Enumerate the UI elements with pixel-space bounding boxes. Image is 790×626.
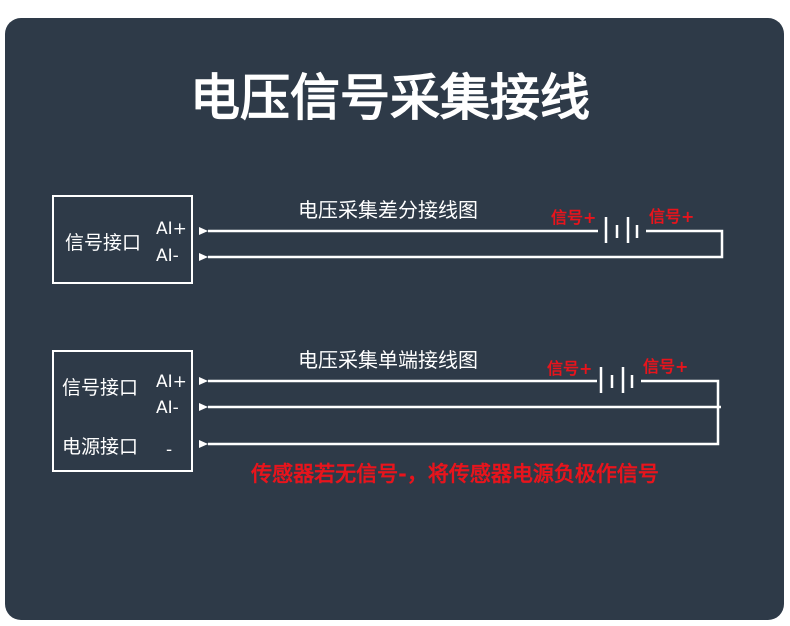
- diagram-caption: 电压采集差分接线图: [298, 198, 478, 222]
- signal-plus-label-right: 信号+: [643, 357, 688, 376]
- signal-interface-box: [52, 195, 193, 284]
- power-interface-label: 电源接口: [62, 436, 138, 458]
- signal-plus-label-right: 信号+: [649, 207, 694, 226]
- ai-plus-label: AI+: [156, 219, 187, 239]
- power-minus-label: -: [166, 440, 172, 460]
- page-title: 电压信号采集接线: [190, 69, 590, 127]
- battery-icon: [604, 217, 639, 243]
- signal-plus-label-left: 信号+: [547, 359, 592, 378]
- panel-background: [5, 18, 784, 620]
- signal-interface-label: 信号接口: [62, 377, 138, 399]
- wire-power-minus: [199, 379, 720, 448]
- ai-plus-label: AI+: [156, 372, 187, 392]
- signal-interface-label: 信号接口: [65, 232, 141, 254]
- signal-plus-label-left: 信号+: [551, 208, 596, 227]
- ai-minus-label: AI-: [156, 246, 179, 266]
- wire-ai-minus: [199, 229, 724, 261]
- differential-diagram: 信号接口 AI+ AI- 电压采集差分接线图 信号+ 信号+: [52, 195, 724, 284]
- battery-icon: [599, 367, 634, 393]
- ai-minus-label: AI-: [156, 398, 179, 418]
- diagram-caption: 电压采集单端接线图: [298, 348, 478, 372]
- sensor-note: 传感器若无信号-，将传感器电源负极作信号: [250, 462, 659, 486]
- signal-interface-box: [52, 350, 193, 472]
- single-ended-diagram: 信号接口 AI+ AI- 电源接口 - 电压采集单端接线图 信号+ 信号+ 传感…: [52, 348, 721, 486]
